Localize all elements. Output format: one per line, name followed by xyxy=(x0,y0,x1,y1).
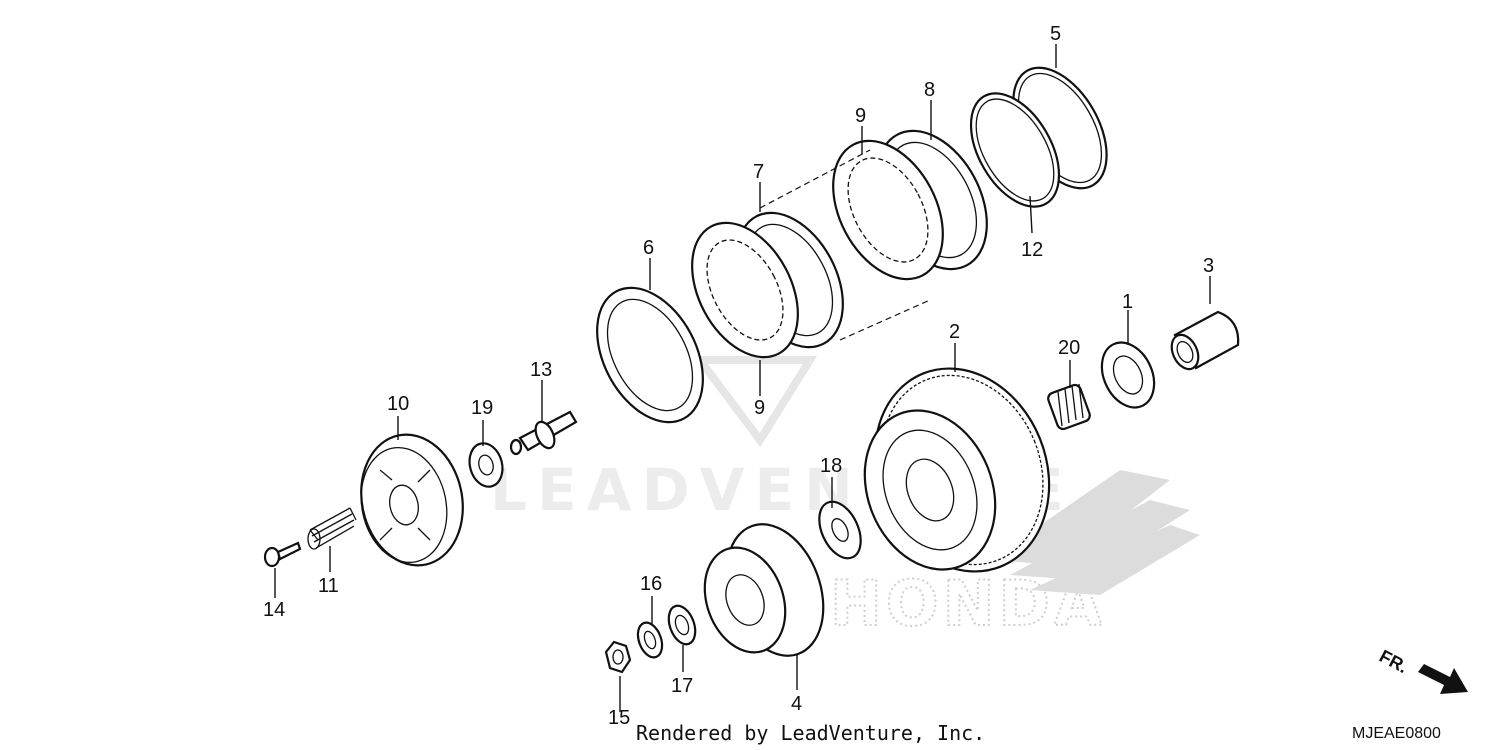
clutch-outer-2[interactable] xyxy=(842,342,1079,598)
lock-washer-16[interactable] xyxy=(634,619,667,660)
callout-11: 11 xyxy=(318,575,339,597)
callout-7: 7 xyxy=(753,161,764,183)
callout-4: 4 xyxy=(791,693,802,715)
callout-20: 20 xyxy=(1058,337,1080,359)
callout-14: 14 xyxy=(263,599,285,621)
front-arrow-icon xyxy=(1418,664,1468,694)
clutch-plate-9-lower[interactable] xyxy=(671,205,820,375)
bearing-19[interactable] xyxy=(465,440,507,491)
callout-19: 19 xyxy=(471,397,493,419)
callout-15: 15 xyxy=(608,707,630,729)
clutch-center-4[interactable] xyxy=(691,511,841,670)
front-direction-indicator: FR. xyxy=(1376,646,1468,694)
callout-17: 17 xyxy=(671,675,693,697)
callout-labels: 1 2 3 4 5 6 7 8 9 9 10 11 12 13 14 15 16… xyxy=(263,23,1214,729)
callout-12: 12 xyxy=(1021,239,1043,261)
callout-16: 16 xyxy=(640,573,662,595)
credit-text: Rendered by LeadVenture, Inc. xyxy=(636,721,985,745)
callout-1: 1 xyxy=(1122,291,1133,313)
clutch-spring-11[interactable] xyxy=(307,507,357,550)
pressure-plate-10[interactable] xyxy=(349,425,474,575)
callout-13: 13 xyxy=(530,359,552,381)
direction-label: FR. xyxy=(1376,646,1411,677)
sleeve-3[interactable] xyxy=(1167,310,1240,373)
callout-6: 6 xyxy=(643,237,654,259)
friction-disc-6[interactable] xyxy=(576,270,725,440)
leader-lines xyxy=(274,44,1211,712)
bush-1[interactable] xyxy=(1092,334,1164,416)
thrust-washer-18[interactable] xyxy=(811,495,869,565)
lock-nut-15[interactable] xyxy=(604,640,632,674)
callout-9-lower: 9 xyxy=(754,397,765,419)
washer-17[interactable] xyxy=(664,602,700,648)
bolt-14[interactable] xyxy=(263,541,302,568)
callout-18: 18 xyxy=(820,455,842,477)
callout-8: 8 xyxy=(924,79,935,101)
lifter-rod-13[interactable] xyxy=(509,410,578,456)
clutch-plate-9-upper[interactable] xyxy=(811,122,965,298)
v-logo-watermark xyxy=(692,356,818,448)
diagram-code: MJEAE0800 xyxy=(1352,725,1441,742)
callout-2: 2 xyxy=(949,321,960,343)
needle-bearing-20[interactable] xyxy=(1047,383,1092,431)
stack-guide-lower xyxy=(839,299,931,341)
callout-9-upper: 9 xyxy=(855,105,866,127)
wing-logo-watermark xyxy=(990,470,1200,595)
callout-3: 3 xyxy=(1203,255,1214,277)
stack-guide-upper xyxy=(759,149,871,209)
ring-12[interactable] xyxy=(953,78,1077,221)
callout-10: 10 xyxy=(387,393,409,415)
callout-5: 5 xyxy=(1050,23,1061,45)
